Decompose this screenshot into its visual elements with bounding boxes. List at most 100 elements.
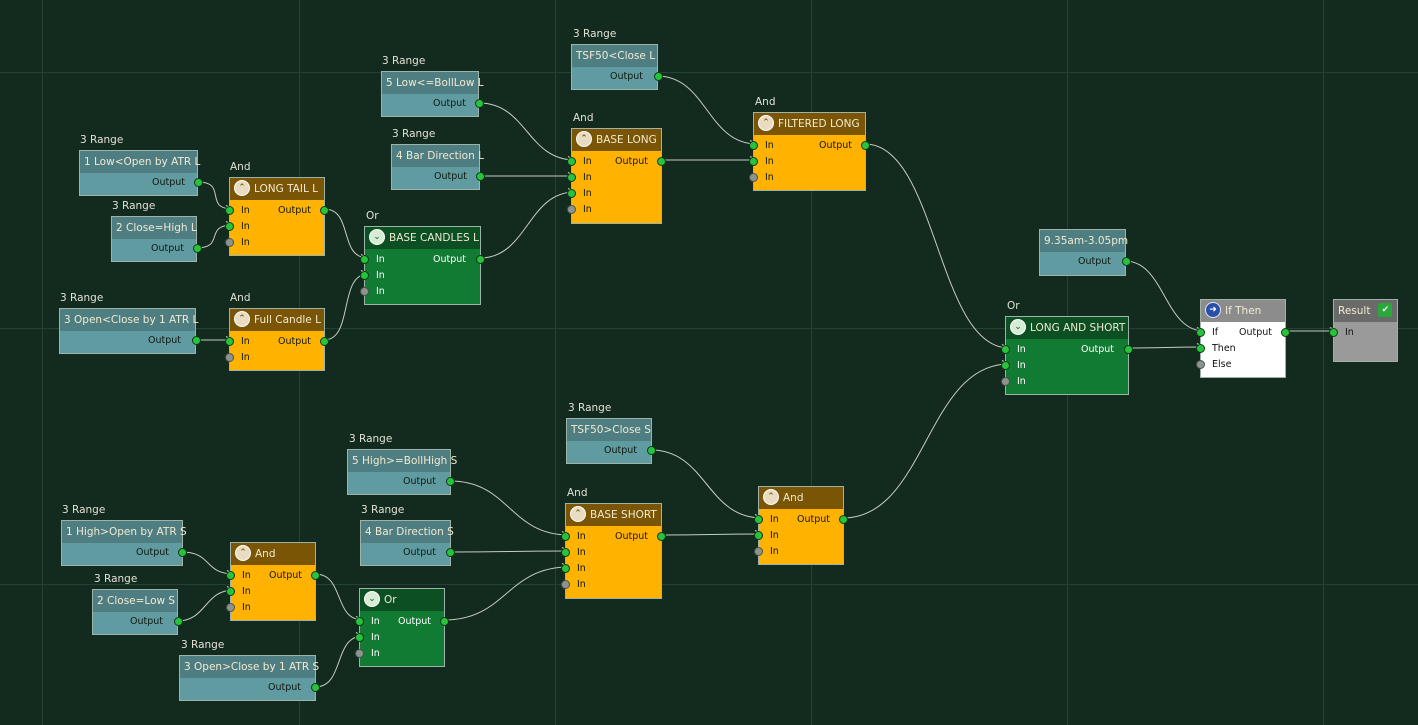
node-caption: 3 Range	[573, 28, 617, 40]
input-port[interactable]	[567, 205, 576, 214]
input-port[interactable]	[749, 141, 758, 150]
input-port[interactable]	[226, 587, 235, 596]
input-port[interactable]	[360, 255, 369, 264]
or-node-base-candles-l[interactable]: ⌄BASE CANDLES L In In In Output	[360, 226, 485, 305]
output-port[interactable]	[657, 532, 666, 541]
input-port[interactable]	[225, 337, 234, 346]
indicator-node-close-high-l[interactable]: 2 Close=High L Output	[111, 216, 202, 262]
or-node-short-candles[interactable]: ⌄Or In In In Output	[355, 588, 449, 667]
input-label: In	[577, 563, 586, 574]
output-port[interactable]	[861, 141, 870, 150]
indicator-node-bar-direction-s[interactable]: 4 Bar Direction S Output	[360, 520, 455, 566]
indicator-node-low-bolllow-l[interactable]: 5 Low<=BollLow L Output	[381, 71, 484, 117]
output-port[interactable]	[476, 255, 485, 264]
if-input-port[interactable]	[1196, 328, 1205, 337]
output-port[interactable]	[446, 477, 455, 486]
indicator-node-tsf50-close-s[interactable]: TSF50>Close S Output	[566, 418, 656, 464]
output-port[interactable]	[839, 515, 848, 524]
grid-line	[0, 584, 1418, 585]
and-node-filtered-short[interactable]: ⌃And In In In Output	[754, 486, 848, 565]
input-port[interactable]	[355, 617, 364, 626]
input-port[interactable]	[567, 189, 576, 198]
or-node-long-and-short[interactable]: ⌄LONG AND SHORT In In In Output	[1001, 316, 1133, 395]
input-port[interactable]	[749, 173, 758, 182]
input-label: In	[770, 514, 779, 525]
input-port[interactable]	[1001, 377, 1010, 386]
input-port[interactable]	[226, 603, 235, 612]
and-node-filtered-long[interactable]: ⌃FILTERED LONG In In In Output	[749, 112, 870, 191]
time-filter-node[interactable]: 9.35am-3.05pm Output	[1039, 229, 1131, 276]
connection-wire	[478, 102, 576, 161]
input-port[interactable]	[1001, 345, 1010, 354]
output-port[interactable]	[657, 157, 666, 166]
node-title: 4 Bar Direction S	[361, 521, 454, 543]
output-port[interactable]	[178, 548, 187, 557]
output-port[interactable]	[193, 244, 202, 253]
indicator-node-bar-direction-l[interactable]: 4 Bar Direction L Output	[391, 144, 485, 190]
connection-wire	[650, 449, 763, 519]
output-port[interactable]	[654, 72, 663, 81]
and-node-base-short[interactable]: ⌃BASE SHORT In In In In Output	[561, 503, 666, 599]
indicator-node-high-open-atr-s[interactable]: 1 High>Open by ATR S Output	[61, 520, 187, 566]
output-port[interactable]	[311, 683, 320, 692]
and-node-short-tail[interactable]: ⌃And In In In Output	[226, 542, 320, 621]
chevron-up-icon: ⌃	[234, 311, 250, 327]
input-port[interactable]	[225, 238, 234, 247]
input-port[interactable]	[360, 271, 369, 280]
input-port[interactable]	[1001, 361, 1010, 370]
input-port[interactable]	[561, 548, 570, 557]
output-port[interactable]	[647, 446, 656, 455]
and-node-base-long[interactable]: ⌃BASE LONG In In In In Output	[567, 128, 666, 224]
node-title: 1 Low<Open by ATR L	[80, 151, 200, 173]
input-port[interactable]	[225, 353, 234, 362]
indicator-node-low-open-atr-l[interactable]: 1 Low<Open by ATR L Output	[79, 150, 203, 196]
output-port[interactable]	[1281, 328, 1290, 337]
input-port[interactable]	[225, 206, 234, 215]
input-port[interactable]	[225, 222, 234, 231]
input-port[interactable]	[561, 564, 570, 573]
input-port[interactable]	[1329, 328, 1338, 337]
output-port[interactable]	[311, 571, 320, 580]
indicator-node-close-low-s[interactable]: 2 Close=Low S Output	[92, 589, 183, 635]
output-port[interactable]	[192, 336, 201, 345]
else-input-port[interactable]	[1196, 360, 1205, 369]
connection-wire	[323, 273, 369, 341]
indicator-node-tsf50-close-l[interactable]: TSF50<Close L Output	[571, 44, 663, 90]
and-node-full-candle-l[interactable]: ⌃Full Candle L In In Output	[225, 308, 329, 371]
then-input-port[interactable]	[1196, 344, 1205, 353]
chevron-up-icon: ⌃	[758, 115, 774, 131]
output-port[interactable]	[1122, 257, 1131, 266]
and-node-long-tail-l[interactable]: ⌃LONG TAIL L In In In Output	[225, 177, 329, 256]
output-port[interactable]	[320, 206, 329, 215]
input-port[interactable]	[355, 649, 364, 658]
output-port[interactable]	[194, 178, 203, 187]
output-port[interactable]	[1124, 345, 1133, 354]
result-node[interactable]: Result✔ In	[1329, 299, 1398, 362]
output-port[interactable]	[174, 617, 183, 626]
output-port[interactable]	[446, 548, 455, 557]
output-port[interactable]	[320, 337, 329, 346]
input-port[interactable]	[567, 157, 576, 166]
output-port[interactable]	[476, 172, 485, 181]
input-port[interactable]	[754, 515, 763, 524]
input-port[interactable]	[749, 157, 758, 166]
input-port[interactable]	[754, 547, 763, 556]
node-caption: 3 Range	[568, 402, 612, 414]
input-port[interactable]	[561, 580, 570, 589]
input-port[interactable]	[355, 633, 364, 642]
indicator-node-open-close-atr-l[interactable]: 3 Open<Close by 1 ATR L Output	[59, 308, 201, 354]
input-port[interactable]	[567, 173, 576, 182]
node-title: 3 Open<Close by 1 ATR L	[60, 309, 198, 331]
output-label: Output	[268, 682, 301, 693]
input-port[interactable]	[226, 571, 235, 580]
output-port[interactable]	[475, 99, 484, 108]
indicator-node-high-bollhigh-s[interactable]: 5 High>=BollHigh S Output	[347, 449, 457, 495]
input-port[interactable]	[754, 531, 763, 540]
input-port[interactable]	[561, 532, 570, 541]
if-then-node[interactable]: ➜If Then If Then Else Output	[1196, 299, 1290, 378]
output-port[interactable]	[440, 617, 449, 626]
node-title: ⌃And	[231, 543, 315, 565]
input-port[interactable]	[360, 287, 369, 296]
indicator-node-open-close-atr-s[interactable]: 3 Open>Close by 1 ATR S Output	[179, 655, 320, 701]
